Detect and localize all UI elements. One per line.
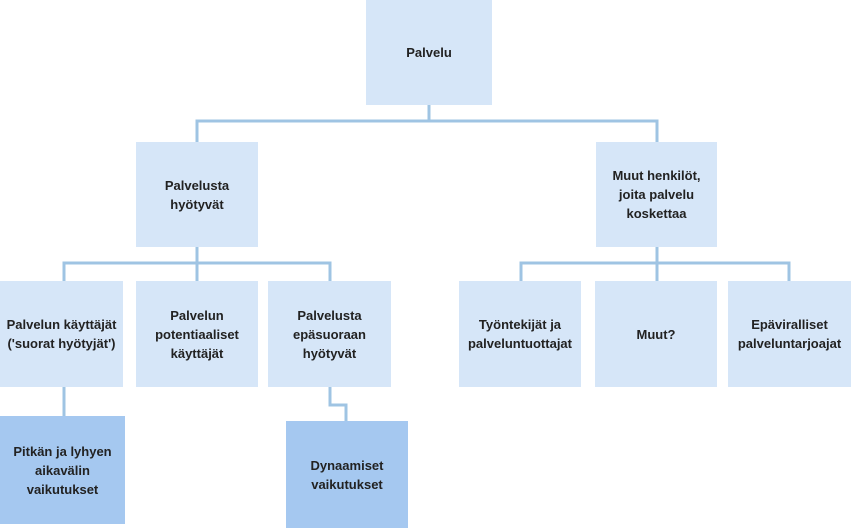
node-muut: Muut? [595, 281, 717, 387]
connector-indirect-dynamic [328, 387, 348, 421]
connector-beneficiaries [62, 247, 332, 281]
node-muut-henkilot: Muut henkilöt, joita palvelu koskettaa [596, 142, 717, 247]
connector-root [195, 105, 659, 142]
node-potentiaaliset-kayttajat: Palvelun potentiaaliset käyttäjät [136, 281, 258, 387]
connector-others [519, 247, 791, 281]
node-epasuoraan-hyotyvat: Palvelusta epäsuoraan hyötyvät [268, 281, 391, 387]
node-vaikutukset: Pitkän ja lyhyen aikavälin vaikutukset [0, 416, 125, 524]
node-epaviralliset: Epäviralliset palveluntarjoajat [728, 281, 851, 387]
node-tyontekijat: Työntekijät ja palveluntuottajat [459, 281, 581, 387]
node-palvelusta-hyotyvat: Palvelusta hyötyvät [136, 142, 258, 247]
node-dynaamiset-vaikutukset: Dynaamiset vaikutukset [286, 421, 408, 528]
node-palvelun-kayttajat: Palvelun käyttäjät ('suorat hyötyjät') [0, 281, 123, 387]
node-palvelu: Palvelu [366, 0, 492, 105]
